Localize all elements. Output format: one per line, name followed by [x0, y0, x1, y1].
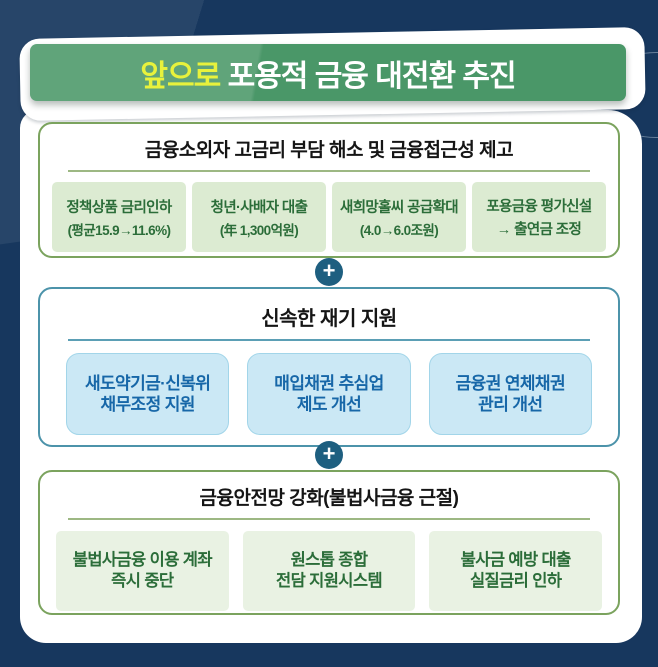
divider: [68, 170, 590, 172]
chip-line1: 새희망홀씨 공급확대: [339, 199, 459, 216]
section-safety-net: 금융안전망 강화(불법사금융 근절) 불법사금융 이용 계좌 즉시 중단 원스톱…: [38, 470, 620, 615]
banner-title-text: 포용적 금융 대전환 추진: [220, 59, 517, 93]
chip-debt-adjustment: 새도약기금·신복위 채무조정 지원: [66, 353, 230, 435]
section-title: 금융안전망 강화(불법사금융 근절): [199, 488, 459, 509]
chip-line1: 포용금융 평가신설: [486, 199, 592, 215]
chip-line1: 원스톱 종합: [290, 550, 368, 569]
chip-line2: 제도 개선: [296, 395, 362, 414]
chip-line1: 금융권 연체채권: [455, 373, 566, 393]
section-financial-access: 금융소외자 고금리 부담 해소 및 금융접근성 제고 정책상품 금리인하 (평균…: [38, 122, 620, 258]
chip-row: 불법사금융 이용 계좌 즉시 중단 원스톱 종합 전담 지원시스템 불사금 예방…: [56, 531, 603, 611]
chip-policy-rate-cut: 정책상품 금리인하 (평균15.9→11.6%): [52, 182, 186, 252]
chip-line2: 즉시 중단: [111, 572, 174, 590]
banner-highlight-text: 앞으로: [140, 59, 221, 93]
chip-prevention-loan-rate: 불사금 예방 대출 실질금리 인하: [429, 531, 603, 611]
divider: [68, 518, 590, 520]
chip-illegal-account-stop: 불법사금융 이용 계좌 즉시 중단: [56, 531, 229, 611]
section-title: 신속한 재기 지원: [261, 308, 397, 330]
chip-line2: 전담 지원시스템: [275, 572, 383, 590]
chip-line1: 불사금 예방 대출: [460, 550, 572, 569]
chip-inclusive-finance-eval: 포용금융 평가신설 → 출연금 조정: [472, 182, 606, 252]
chip-line2: (年 1,300억원): [219, 222, 299, 238]
chip-onestop-support-system: 원스톱 종합 전담 지원시스템: [242, 531, 416, 611]
header-banner: 앞으로 포용적 금융 대전환 추진: [30, 44, 626, 101]
chip-line2: → 출연금 조정: [496, 222, 582, 238]
plus-icon: +: [315, 258, 343, 286]
chip-receivables-collection: 매입채권 추심업 제도 개선: [247, 353, 411, 435]
section-title: 금융소외자 고금리 부담 해소 및 금융접근성 제고: [144, 140, 514, 161]
chip-line2: (4.0→6.0조원): [359, 222, 439, 238]
chip-line1: 새도약기금·신복위: [84, 373, 211, 393]
chip-line1: 청년·사배자 대출: [210, 199, 308, 216]
chip-line1: 매입채권 추심업: [274, 373, 384, 393]
chip-row: 정책상품 금리인하 (평균15.9→11.6%) 청년·사배자 대출 (年 1,…: [52, 182, 606, 252]
chip-line2: (평균15.9→11.6%): [67, 222, 171, 238]
chip-overdue-debt-management: 금융권 연체채권 관리 개선: [428, 353, 592, 435]
chip-line1: 불법사금융 이용 계좌: [72, 550, 213, 569]
divider: [68, 339, 590, 341]
chip-line1: 정책상품 금리인하: [66, 199, 172, 216]
chip-row: 새도약기금·신복위 채무조정 지원 매입채권 추심업 제도 개선 금융권 연체채…: [66, 353, 592, 435]
chip-line2: 관리 개선: [478, 395, 543, 414]
chip-youth-loan: 청년·사배자 대출 (年 1,300억원): [192, 182, 326, 252]
section-quick-restart: 신속한 재기 지원 새도약기금·신복위 채무조정 지원 매입채권 추심업 제도 …: [38, 287, 620, 447]
chip-line2: 채무조정 지원: [100, 395, 195, 414]
chip-line2: 실질금리 인하: [469, 572, 562, 590]
plus-icon: +: [315, 441, 343, 469]
chip-saehimang-supply: 새희망홀씨 공급확대 (4.0→6.0조원): [332, 182, 466, 252]
